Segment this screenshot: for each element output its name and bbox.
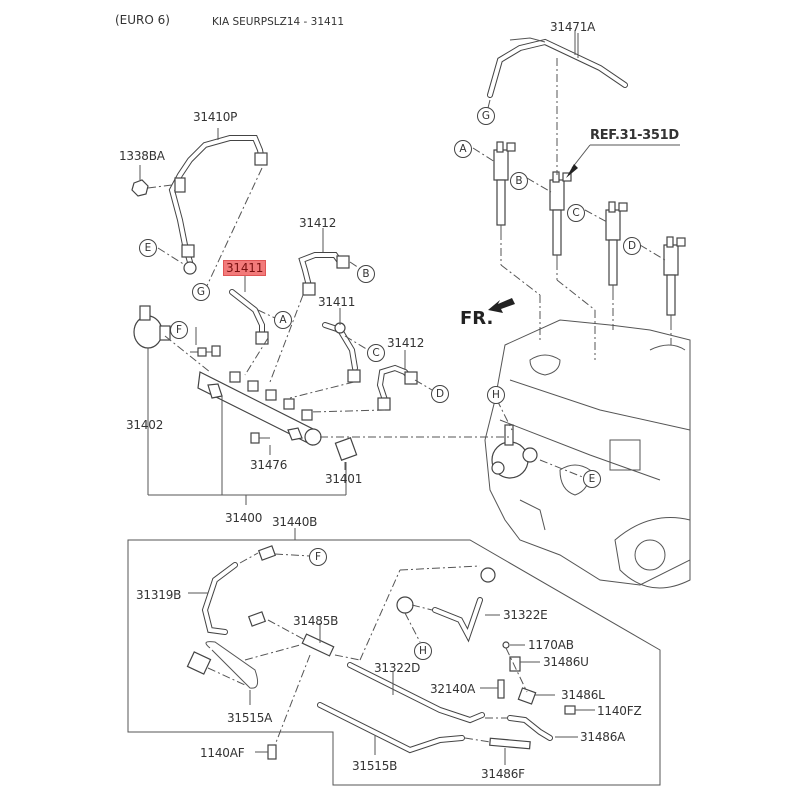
callout-g-return: G [477, 107, 495, 125]
part-label-31486u[interactable]: 31486U [543, 655, 589, 669]
nut-1338ba [131, 179, 149, 197]
callout-g-upper: G [192, 283, 210, 301]
bolt-31476 [250, 432, 270, 444]
part-label-31411-highlighted[interactable]: 31411 [223, 260, 267, 276]
pressure-regulator-31402 [133, 305, 171, 349]
callout-f-hose: F [309, 548, 327, 566]
leader-lines [147, 33, 579, 505]
dashed-reference-lines [157, 58, 672, 479]
part-label-1140fz[interactable]: 1140FZ [597, 704, 642, 718]
part-label-31412-lower[interactable]: 31412 [387, 336, 425, 350]
part-label-1338ba[interactable]: 1338BA [119, 149, 165, 163]
part-label-31515a[interactable]: 31515A [227, 711, 273, 725]
fuel-pipe-31411-c [322, 322, 361, 383]
part-label-31476[interactable]: 31476 [250, 458, 288, 472]
part-label-1140af[interactable]: 1140AF [200, 746, 245, 760]
part-label-31400[interactable]: 31400 [225, 511, 263, 525]
callout-c-injector: C [567, 204, 585, 222]
callout-c-pipe: C [367, 344, 385, 362]
callout-a-pipe: A [274, 311, 292, 329]
fuel-pipe-31412-d [376, 364, 418, 411]
highlighted-part-number: 31411 [223, 260, 267, 276]
injector-b [549, 171, 572, 262]
callout-d-injector: D [623, 237, 641, 255]
part-label-31319b[interactable]: 31319B [136, 588, 182, 602]
callout-h-pump: H [487, 386, 505, 404]
injector-c [605, 201, 628, 292]
fitting-31486a [485, 715, 578, 741]
part-label-31401[interactable]: 31401 [325, 472, 363, 486]
front-direction-arrow [488, 298, 515, 313]
part-label-31471a[interactable]: 31471A [550, 20, 596, 34]
part-label-31486l[interactable]: 31486L [561, 688, 605, 702]
injector-a [493, 141, 516, 232]
part-label-31322e[interactable]: 31322E [503, 608, 548, 622]
bracket-parts-31486 [480, 641, 595, 715]
common-rail-31400 [197, 371, 322, 446]
callout-e-upper: E [139, 239, 157, 257]
callout-b-injector: B [510, 172, 528, 190]
part-label-31402[interactable]: 31402 [126, 418, 164, 432]
high-pressure-pump [491, 424, 538, 479]
callout-a-injector: A [454, 140, 472, 158]
part-label-31485b[interactable]: 31485B [293, 614, 339, 628]
hose-31515b [317, 702, 465, 755]
fitting-31486f [464, 737, 531, 765]
hose-31319b [188, 545, 311, 635]
part-label-31515b[interactable]: 31515B [352, 759, 398, 773]
fuel-pipe-31411-a [229, 289, 269, 345]
part-label-31440b[interactable]: 31440B [272, 515, 318, 529]
callout-d-pipe: D [431, 385, 449, 403]
callout-h-hose: H [414, 642, 432, 660]
ref-link-31-351d[interactable]: REF.31-351D [590, 128, 679, 143]
part-label-31322d[interactable]: 31322D [374, 661, 421, 675]
fuel-pipe-31410p [168, 135, 268, 275]
part-label-32140a[interactable]: 32140A [430, 682, 476, 696]
part-label-31411[interactable]: 31411 [318, 295, 356, 309]
part-label-31412-top[interactable]: 31412 [299, 216, 337, 230]
callout-e-engine: E [583, 470, 601, 488]
hose-31515a [186, 641, 259, 705]
fitting-f [190, 345, 221, 357]
bolt-1140af [255, 744, 277, 760]
return-line-31471a [487, 30, 628, 98]
callout-b-pipe: B [357, 265, 375, 283]
assembly-box-31440b [127, 539, 661, 786]
engine-block-illustration [484, 319, 691, 589]
hose-31322d [347, 662, 485, 724]
connector-31485b [244, 565, 481, 746]
injector-d [663, 236, 686, 322]
hose-31322e [396, 567, 500, 643]
rail-pressure-sensor-31401 [334, 437, 358, 461]
part-label-31486a[interactable]: 31486A [580, 730, 626, 744]
callout-f-rail: F [170, 321, 188, 339]
part-label-1170ab[interactable]: 1170AB [528, 638, 574, 652]
engine-variant-label: (EURO 6) [115, 13, 170, 27]
part-label-31410p[interactable]: 31410P [193, 110, 238, 124]
part-label-31486f[interactable]: 31486F [481, 767, 525, 781]
catalog-reference: KIA SEURPSLZ14 - 31411 [212, 16, 345, 28]
front-direction-label: FR. [460, 308, 494, 329]
fuel-pipe-31412-b [298, 252, 350, 296]
